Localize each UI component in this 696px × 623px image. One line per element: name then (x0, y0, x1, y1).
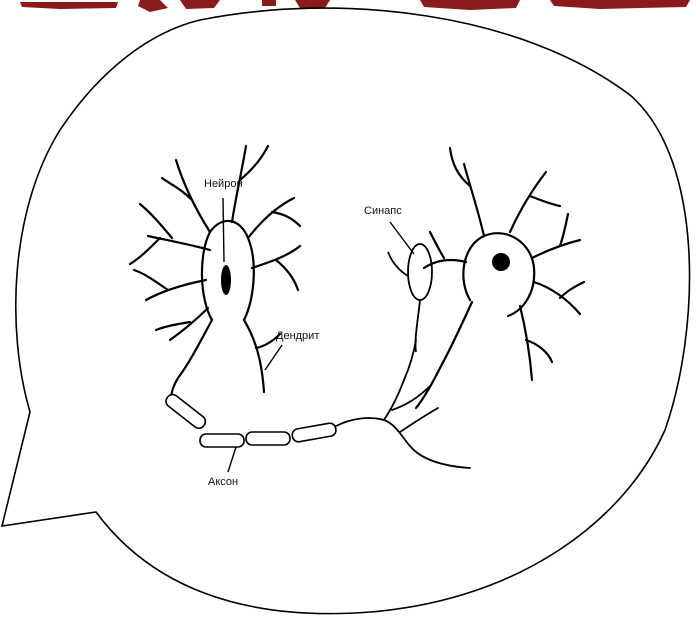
axon-pointer (228, 447, 236, 472)
myelin-segment (291, 422, 337, 442)
left-dendrite-right (252, 246, 300, 290)
left-dendrite-top-3 (248, 198, 300, 238)
neuron-pointer (223, 198, 224, 262)
synapse-bulb (388, 244, 432, 352)
dendrite-pointer (265, 345, 282, 370)
label-neuron: Нейрон (204, 178, 243, 190)
label-axon: Аксон (208, 476, 238, 488)
left-dendrite-lower-left (156, 308, 208, 340)
right-soma-outline (463, 233, 534, 316)
left-axon-hillock (171, 320, 212, 402)
right-dendrite-lower (520, 306, 552, 380)
cropped-title-fragment (20, 0, 690, 12)
right-neuron (416, 148, 584, 408)
axon-terminal (336, 340, 470, 468)
left-dendrite-top-1 (162, 160, 210, 232)
label-synapse: Синапс (364, 205, 402, 217)
right-dendrite-right-2 (534, 282, 584, 314)
speech-bubble (2, 8, 690, 614)
right-dendrite-top-1 (450, 148, 484, 236)
right-dendrite-left (424, 232, 466, 268)
left-nucleus (221, 265, 231, 295)
left-dendrite-left (134, 270, 206, 300)
myelin-segment (200, 434, 244, 447)
myelin-segment (246, 432, 290, 445)
right-nucleus (492, 253, 510, 271)
label-dendrite: Дендрит (276, 330, 319, 342)
synapse-pointer (390, 222, 414, 254)
right-dendrite-top-2 (510, 172, 560, 232)
right-dendrite-right-1 (532, 214, 580, 258)
myelin-sheath (164, 392, 337, 447)
myelin-segment (164, 392, 208, 431)
